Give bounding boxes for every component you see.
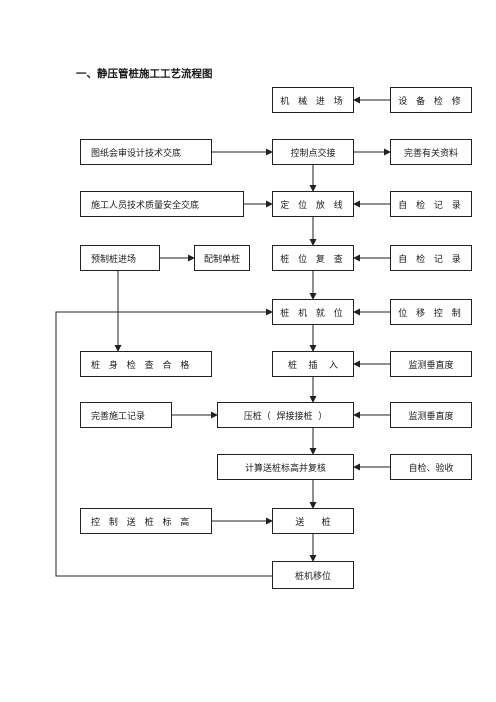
step-move-machine: 桩机移位	[272, 561, 354, 589]
check-self-inspection-record-2: 自 检 记 录	[390, 245, 472, 271]
step-layout: 定 位 放 线	[272, 191, 354, 217]
step-calc-level: 计算送桩标高并复核	[217, 454, 354, 480]
check-complete-documents: 完善有关资料	[390, 139, 472, 165]
step-pile-position-check: 桩 位 复 查	[272, 245, 354, 271]
page-title: 一、静压管桩施工工艺流程图	[76, 68, 213, 80]
check-equipment-maintenance: 设 备 检 修	[390, 87, 472, 113]
input-single-pile-match: 配制单桩	[194, 245, 250, 271]
input-pile-body-check: 桩 身 检 查 合 格	[80, 351, 212, 377]
step-control-point-handover: 控制点交接	[272, 139, 354, 165]
step-pile-insertion: 桩 插 入	[272, 351, 354, 377]
loop-move-to-position	[55, 308, 273, 577]
check-self-acceptance: 自检、验收	[390, 454, 472, 480]
step-pile-machine-positioning: 桩 机 就 位	[272, 299, 354, 325]
input-drawing-review: 图纸会审设计技术交底	[80, 139, 212, 165]
check-verticality-2: 监测垂直度	[390, 402, 472, 428]
step-machinery-entry: 机 械 进 场	[272, 87, 354, 113]
step-pressing: 压桩（ 焊接接桩 ）	[217, 402, 354, 428]
check-self-inspection-record-1: 自 检 记 录	[390, 191, 472, 217]
input-control-send-level: 控 制 送 桩 标 高	[80, 508, 212, 534]
step-send-pile: 送 桩	[272, 508, 354, 534]
input-prefab-pile-entry: 预制桩进场	[80, 245, 160, 271]
input-construction-records: 完善施工记录	[80, 402, 172, 428]
input-staff-briefing: 施工人员技术质量安全交底	[80, 191, 244, 217]
check-verticality-1: 监测垂直度	[390, 351, 472, 377]
check-displacement-control: 位 移 控 制	[390, 299, 472, 325]
